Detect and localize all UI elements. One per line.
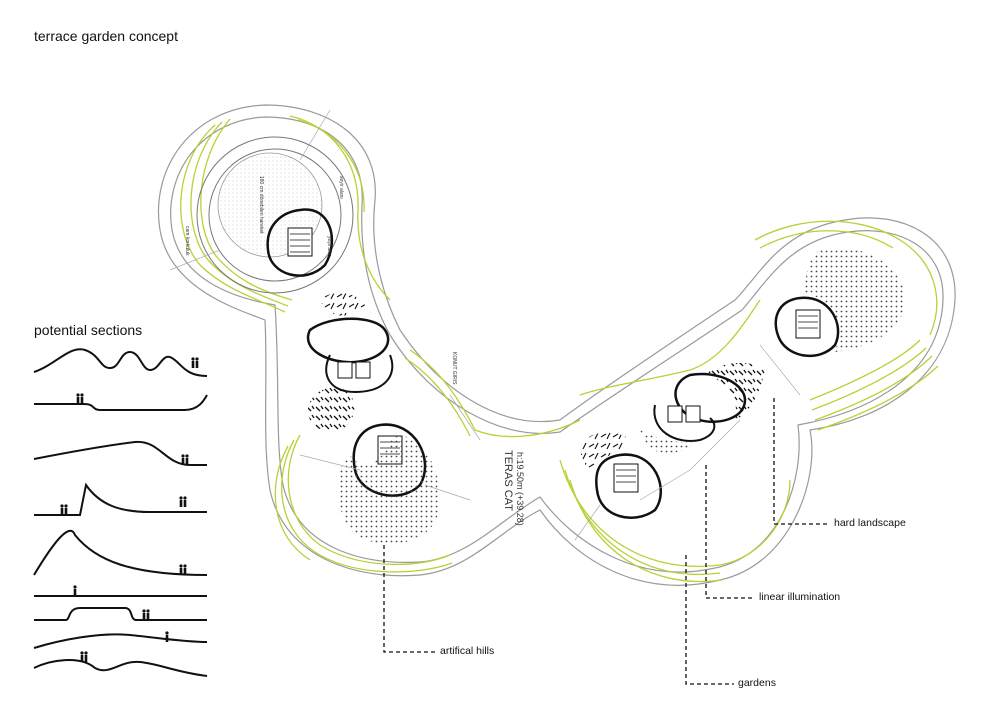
scale-figure-10 [80, 651, 88, 662]
plan-outline [158, 104, 956, 586]
section-profile-9 [33, 659, 208, 677]
scale-figure-9 [165, 631, 169, 642]
ring-courtyard [196, 136, 354, 294]
sections-title: potential sections [34, 322, 143, 338]
label-konut-girisi: KONUT GIRIS [451, 352, 457, 385]
scale-figures [60, 357, 199, 662]
callout-artificial-hills: artifical hills [440, 645, 495, 657]
callout-gardens: gardens [738, 677, 776, 689]
section-profile-4 [34, 482, 207, 516]
stair-core-6 [774, 296, 840, 358]
stair-core-1 [266, 208, 334, 277]
label-height: h:19.50m (+39.28) [515, 452, 525, 526]
callout-hard-landscape: hard landscape [834, 517, 906, 529]
label-yesil-alan: yeşil alan [326, 236, 332, 257]
stair-core-2 [306, 317, 394, 394]
dot-fill-areas [338, 247, 905, 544]
stair-core-4 [595, 453, 663, 519]
label-cam-korkuluk: cam korkuluk [184, 226, 190, 256]
callout-linear-illumination: linear illumination [759, 591, 841, 603]
label-donme-hareket: 180 cm dönebilen hareket [258, 176, 264, 234]
section-profile-7 [34, 607, 207, 621]
stair-core-5 [653, 372, 747, 442]
label-seyir-alani: seyir alanı [338, 176, 344, 199]
scale-figure-6 [179, 564, 187, 575]
callout-leaders [383, 398, 830, 685]
label-teras-cat: TERAS CAT [502, 450, 514, 511]
section-profiles [33, 348, 208, 677]
dash-fill-areas [307, 293, 765, 470]
page-title: terrace garden concept [34, 28, 178, 44]
section-profile-1 [33, 348, 208, 377]
scale-figure-1 [191, 357, 199, 368]
section-profile-2 [34, 394, 208, 411]
section-profile-3 [33, 440, 207, 466]
scale-figure-7 [73, 585, 77, 596]
section-profile-5 [33, 529, 208, 576]
scale-figure-5 [179, 496, 187, 507]
section-profile-8 [33, 633, 208, 649]
paving-lines [169, 109, 801, 541]
scale-figure-3 [181, 454, 189, 465]
scale-figure-8 [142, 609, 150, 620]
scale-figure-4 [60, 504, 68, 515]
scale-figure-2 [76, 393, 84, 404]
